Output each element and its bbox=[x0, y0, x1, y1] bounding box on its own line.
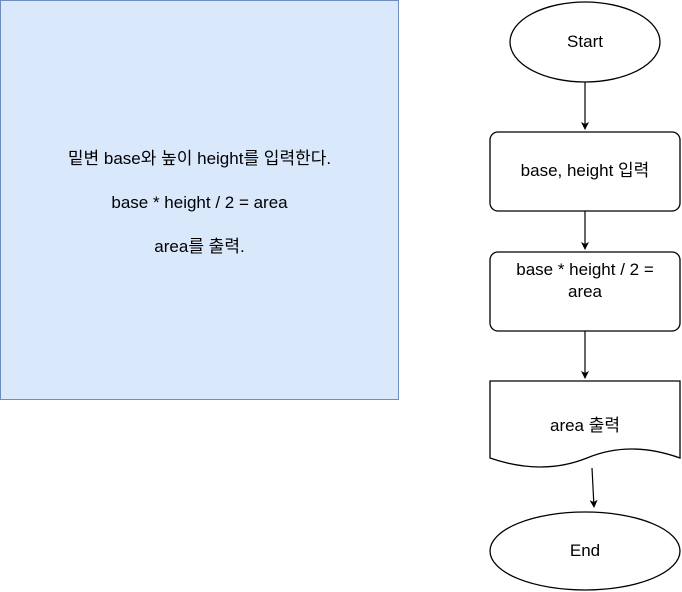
note-line-output: area를 출력. bbox=[154, 237, 245, 256]
note-line-input: 밑변 base와 높이 height를 입력한다. bbox=[67, 149, 332, 168]
output-document bbox=[489, 380, 681, 468]
end-label: End bbox=[569, 541, 601, 560]
description-note: 밑변 base와 높이 height를 입력한다. base * height … bbox=[0, 0, 399, 400]
start-label: Start bbox=[567, 32, 603, 51]
note-line-formula: base * height / 2 = area bbox=[111, 193, 288, 212]
arrow-output-to-end bbox=[589, 467, 598, 508]
process-label: base * height / 2 = area bbox=[516, 260, 654, 301]
end-terminal bbox=[489, 511, 681, 591]
input-label: base, height 입력 bbox=[520, 161, 650, 180]
output-label: area 출력 bbox=[549, 416, 621, 435]
